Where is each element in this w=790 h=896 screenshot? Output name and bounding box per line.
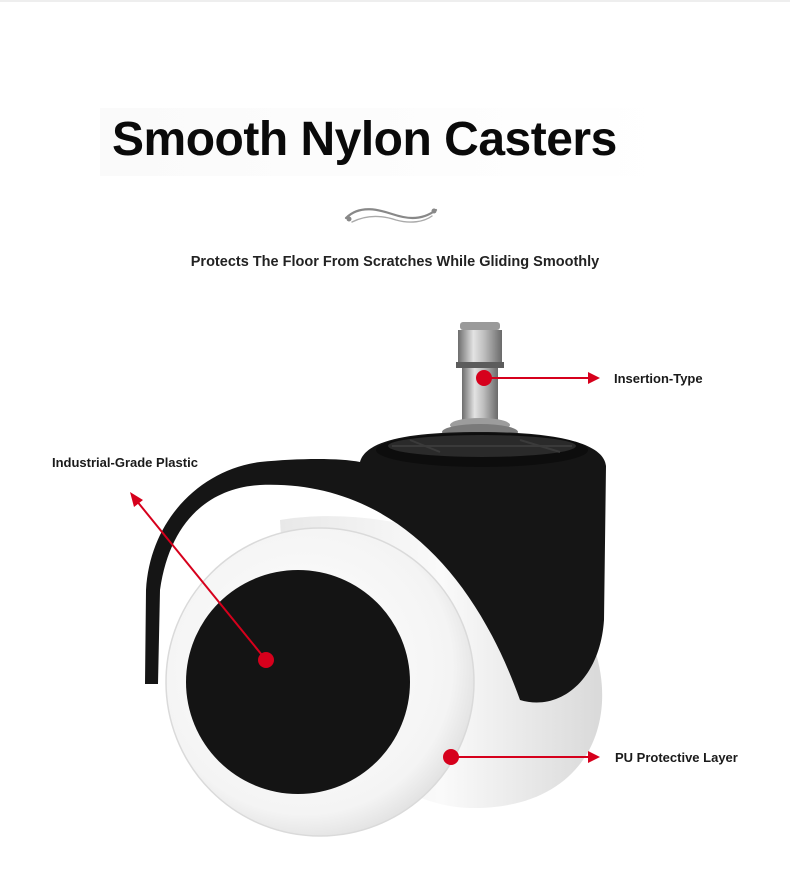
page-title: Smooth Nylon Casters — [112, 113, 617, 166]
page-subtitle: Protects The Floor From Scratches While … — [190, 254, 600, 270]
plastic-callout-arrow — [130, 492, 274, 668]
callout-insertion-type: Insertion-Type — [614, 371, 703, 386]
top-border — [0, 0, 790, 2]
hub-cap — [186, 570, 410, 794]
flourish-divider-icon — [344, 208, 438, 223]
plastic-housing — [145, 432, 606, 703]
title-banner: Smooth Nylon Casters — [100, 108, 676, 176]
insertion-callout-arrow — [476, 370, 600, 386]
callout-industrial-plastic: Industrial-Grade Plastic — [52, 455, 198, 470]
wheel — [165, 527, 475, 837]
pu-callout-arrow — [443, 749, 600, 765]
caster-illustration — [145, 322, 606, 837]
callout-pu-layer: PU Protective Layer — [615, 750, 738, 765]
